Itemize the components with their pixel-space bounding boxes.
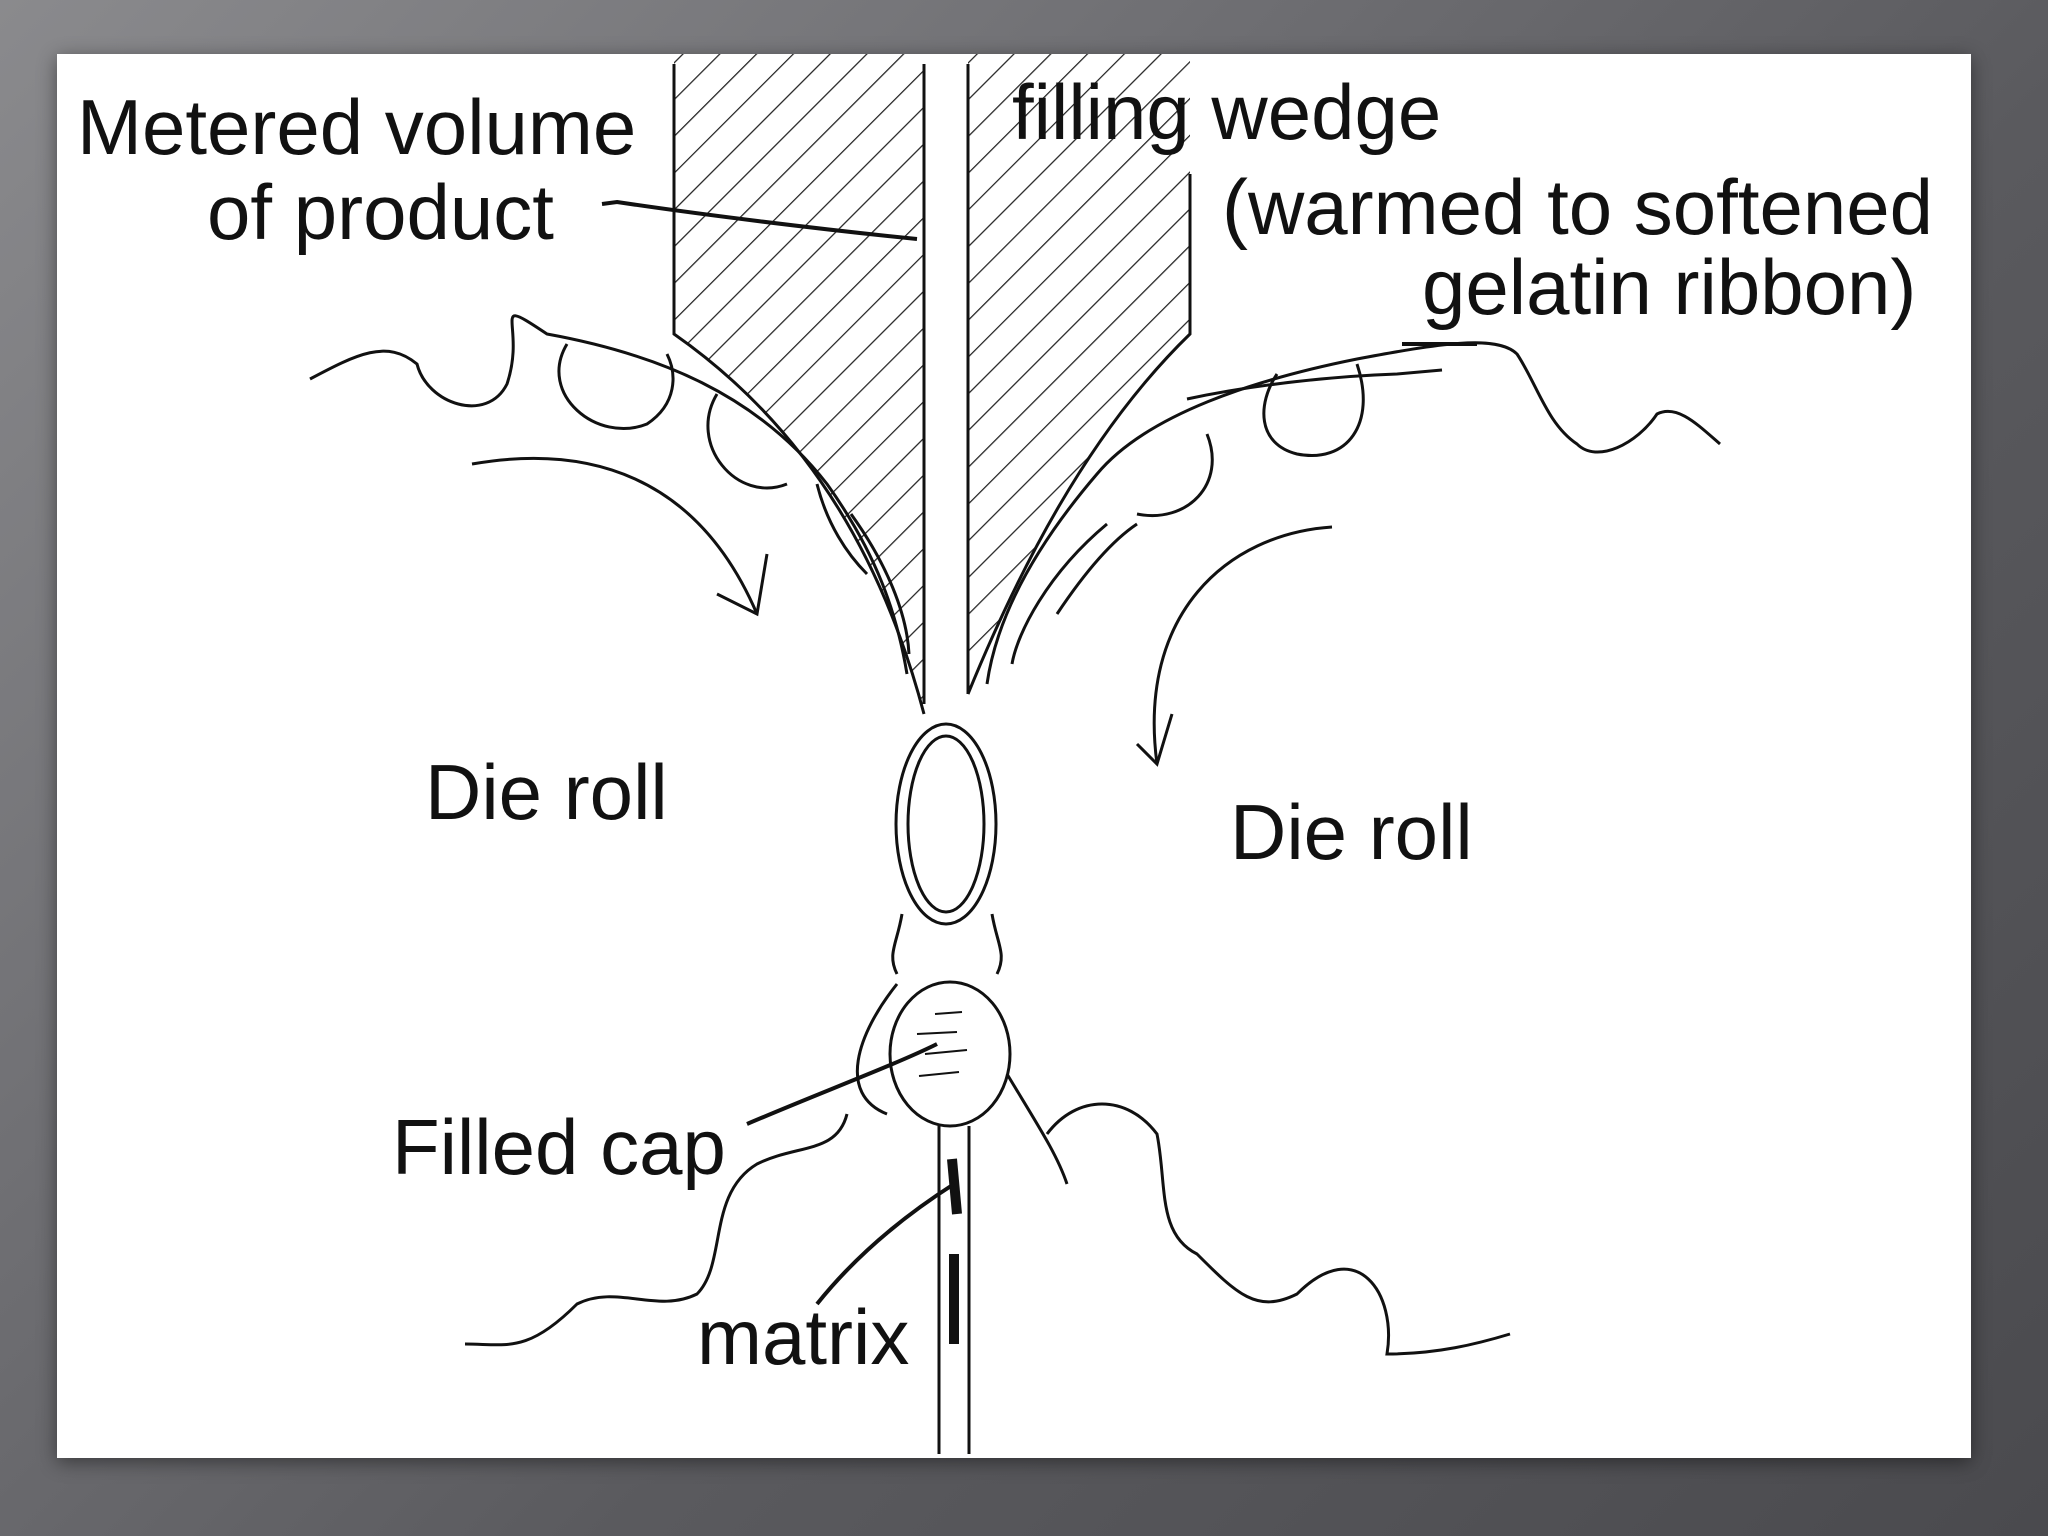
wedge-outline-right — [966, 174, 1192, 695]
label-die-roll-left: Die roll — [425, 748, 668, 836]
label-filling-wedge-line1: filling wedge — [1012, 68, 1441, 156]
leader-matrix — [815, 1182, 956, 1306]
leader-lines — [601, 199, 1477, 1306]
diagram-panel: Metered volume of product filling wedge … — [57, 54, 1971, 1458]
forming-capsule — [891, 722, 1003, 975]
matrix-strand — [937, 1126, 971, 1454]
softgel-encapsulation-diagram: Metered volume of product filling wedge … — [77, 54, 1933, 1454]
leader-metered-volume — [601, 199, 918, 241]
filling-wedge — [672, 54, 1192, 715]
label-filling-wedge-line3: gelatin ribbon) — [1422, 243, 1916, 331]
wedge-outline-left — [672, 64, 926, 715]
label-metered-line2: of product — [207, 168, 554, 256]
label-matrix: matrix — [697, 1293, 909, 1381]
label-die-roll-right: Die roll — [1230, 788, 1473, 876]
leader-filled-cap — [746, 1042, 938, 1126]
label-filling-wedge-line2: (warmed to softened — [1222, 163, 1933, 251]
label-filled-cap: Filled cap — [392, 1103, 726, 1191]
lower-die-edges — [464, 1102, 1511, 1356]
die-roll-left-shape — [309, 314, 911, 675]
filled-cap-shape — [855, 980, 1069, 1185]
label-metered-line1: Metered volume — [77, 83, 636, 171]
